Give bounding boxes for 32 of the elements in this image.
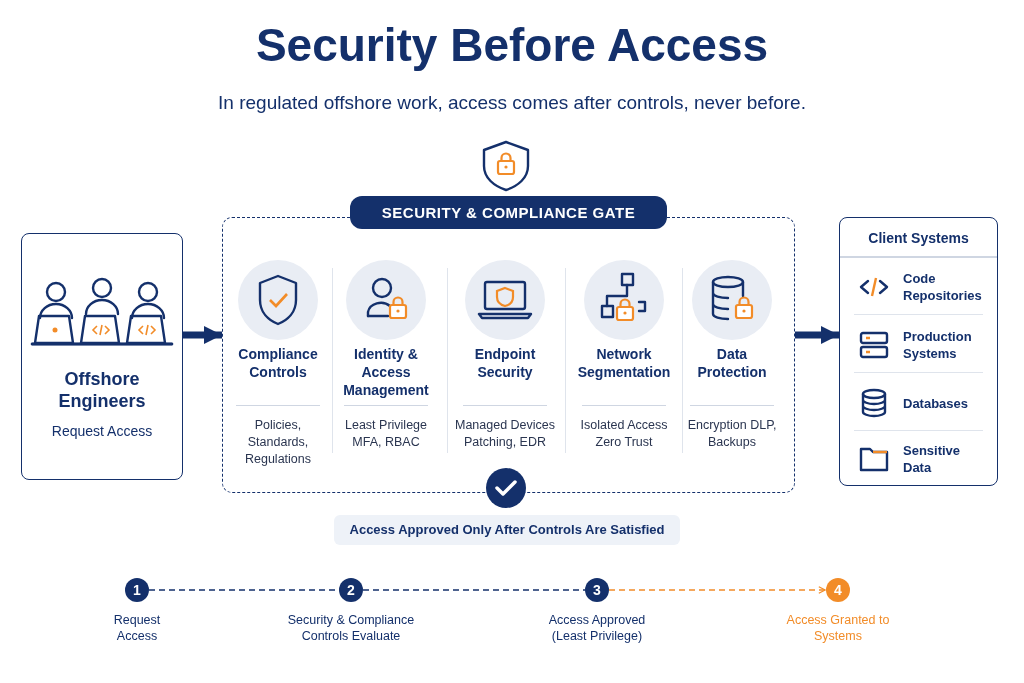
node-heading: Offshore Engineers <box>57 368 147 412</box>
step-label: Request Access <box>112 612 162 644</box>
control-heading: Network Segmentation <box>576 345 672 381</box>
step-number: 3 <box>585 578 609 602</box>
step-label: Access Granted to Systems <box>785 612 891 644</box>
system-name: Code Repositories <box>903 270 983 304</box>
control-details: Policies, Standards, Regulations <box>244 417 312 468</box>
control-heading: Data Protection <box>696 345 768 381</box>
subtitle: In regulated offshore work, access comes after controls, never before. <box>217 92 807 114</box>
system-name: Production Systems <box>903 328 973 362</box>
node-subtext: Request Access <box>50 422 154 440</box>
control-details: Isolated Access Zero Trust <box>579 417 669 451</box>
step-number: 1 <box>125 578 149 602</box>
step-number: 4 <box>826 578 850 602</box>
source-card <box>21 233 183 480</box>
gate-title: SECURITY & COMPLIANCE GATE <box>350 196 667 229</box>
control-heading: Identity & Access Management <box>342 345 430 399</box>
control-details: Least Privilege MFA, RBAC <box>344 417 428 451</box>
step-label: Access Approved (Least Privilege) <box>547 612 647 644</box>
control-heading: Compliance Controls <box>237 345 319 381</box>
system-name: Sensitive Data <box>903 442 962 476</box>
step-number: 2 <box>339 578 363 602</box>
title: Security Before Access <box>254 18 770 72</box>
control-heading: Endpoint Security <box>473 345 537 381</box>
arrow <box>608 586 827 594</box>
control-details: Encryption DLP, Backups <box>686 417 778 451</box>
control-details: Managed Devices Patching, EDR <box>453 417 557 451</box>
step-label: Security & Compliance Controls Evaluate <box>286 612 416 644</box>
system-name: Databases <box>903 394 970 412</box>
panel-heading: Client Systems <box>867 230 970 246</box>
systems-panel <box>839 217 998 486</box>
result-banner: Access Approved Only After Controls Are Satisfied <box>334 515 680 545</box>
